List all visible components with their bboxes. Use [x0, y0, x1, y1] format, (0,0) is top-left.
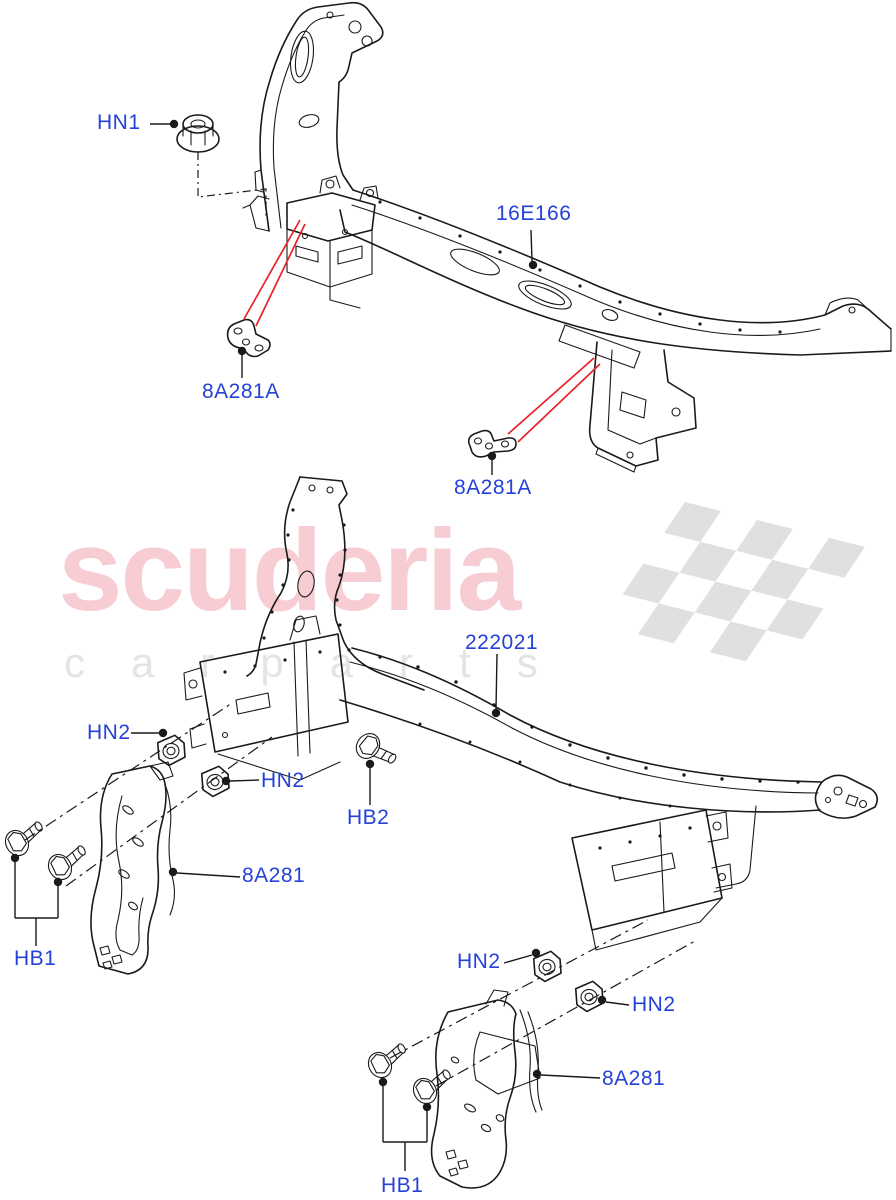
bolt-hb1-left-1-drawing [0, 816, 51, 861]
side-bracket-left-drawing [90, 761, 176, 975]
assembly-axis-lines [24, 152, 696, 1087]
part-label-8a281-right[interactable]: 8A281 [602, 1067, 666, 1090]
small-bracket-8a281a-upper-drawing [226, 318, 271, 358]
upper-front-panel-drawing [242, 1, 892, 473]
watermark-brand: scuderia [58, 505, 521, 635]
bolt-hb2-drawing [350, 728, 401, 775]
part-label-8a281-left[interactable]: 8A281 [242, 864, 306, 887]
part-label-hn2-left-1[interactable]: HN2 [87, 721, 131, 744]
part-label-hn2-right-2[interactable]: HN2 [632, 993, 676, 1016]
part-label-16e166[interactable]: 16E166 [496, 202, 572, 225]
beam-rivet-dots [378, 200, 782, 334]
part-label-hb1-left[interactable]: HB1 [14, 947, 57, 970]
part-label-hb2[interactable]: HB2 [347, 806, 390, 829]
part-label-hn1[interactable]: HN1 [97, 111, 141, 134]
bolt-hb1-right-1-drawing [363, 1038, 414, 1083]
lower-crossmember-drawing [183, 476, 879, 951]
part-label-hn2-left-2[interactable]: HN2 [261, 769, 305, 792]
panel-rivet-dots [262, 508, 351, 652]
part-label-222021[interactable]: 222021 [465, 631, 539, 654]
small-bracket-8a281a-lower-drawing [467, 429, 517, 458]
nut-hn1-drawing [176, 114, 220, 153]
side-bracket-right-drawing [430, 989, 543, 1189]
checkered-flag-watermark [622, 502, 865, 662]
part-label-8a281a-upper[interactable]: 8A281A [202, 380, 280, 403]
watermark-letters: carparts [64, 639, 584, 686]
part-label-8a281a-lower[interactable]: 8A281A [454, 476, 532, 499]
red-pointer-lines [243, 219, 601, 443]
clipnut-hn2-left-1-drawing [155, 733, 188, 768]
leader-lines [10, 119, 630, 1171]
part-label-hb1-right[interactable]: HB1 [381, 1174, 424, 1197]
part-label-hn2-right-1[interactable]: HN2 [457, 950, 501, 973]
bolt-hb1-left-2-drawing [43, 840, 94, 885]
bolt-hb1-right-2-drawing [408, 1064, 459, 1109]
crossmember-rivet-dots [378, 655, 800, 808]
